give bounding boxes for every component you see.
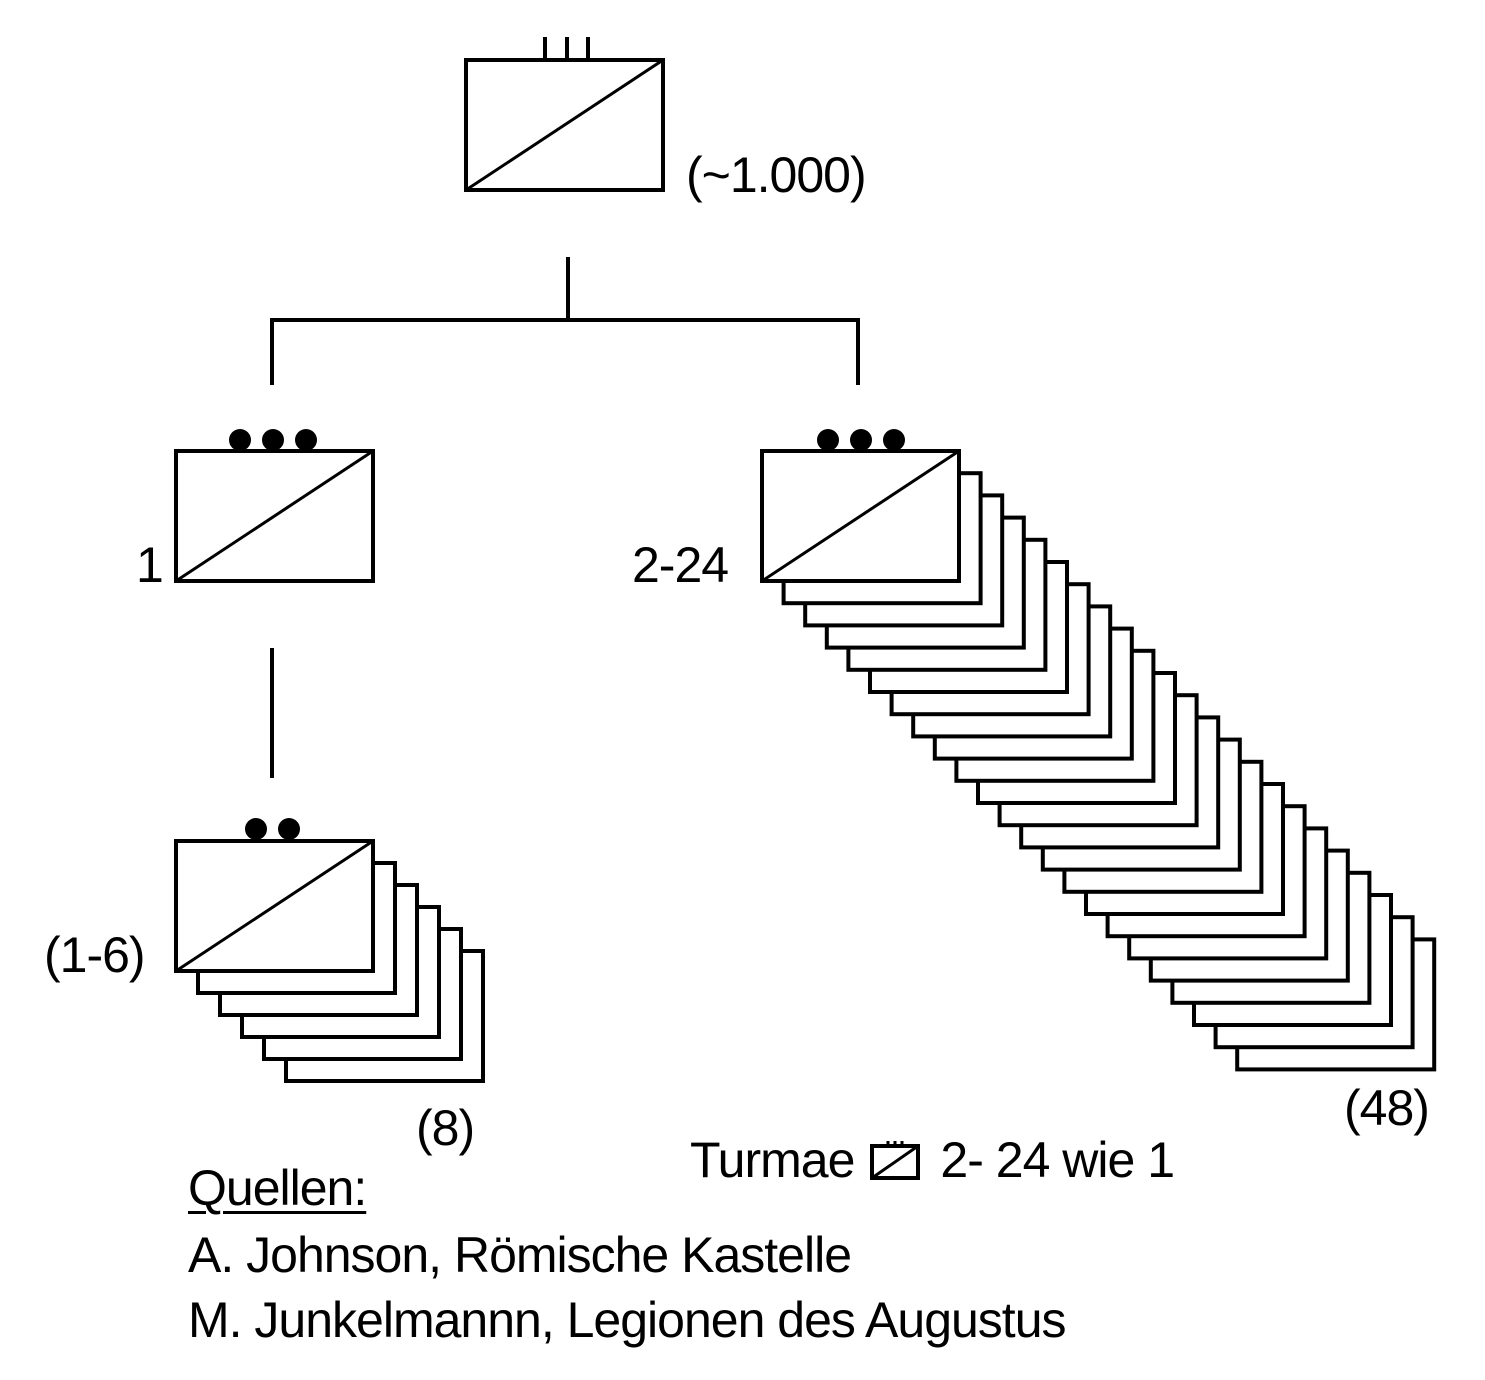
rank-dot — [262, 429, 284, 451]
unit-symbol-icon — [870, 1141, 921, 1180]
top-unit-strength: (~1.000) — [686, 147, 867, 203]
source-line: A. Johnson, Römische Kastelle — [188, 1227, 852, 1283]
rank-dot — [295, 429, 317, 451]
legend-prefix: Turmae — [690, 1132, 855, 1188]
sub-unit-number: (1-6) — [44, 927, 146, 983]
sources-title: Quellen: — [188, 1160, 367, 1216]
rank-dot — [883, 429, 905, 451]
sub-unit-stack — [174, 839, 485, 1083]
rank-dot — [245, 818, 267, 840]
left-unit-symbol — [174, 429, 375, 583]
rank-dot — [817, 429, 839, 451]
connector-lines — [270, 257, 860, 778]
sub-unit-count: (8) — [416, 1100, 475, 1156]
left-unit-number: 1 — [136, 537, 164, 593]
sub-unit-rank — [245, 818, 300, 840]
top-unit-symbol — [464, 37, 665, 192]
rank-dot — [850, 429, 872, 451]
legend: Turmae 2- 24 wie 1 — [690, 1132, 1175, 1188]
unit-diagonal — [175, 839, 374, 973]
right-unit-number: 2-24 — [632, 537, 729, 593]
source-line: M. Junkelmannn, Legionen des Augustus — [188, 1292, 1067, 1348]
rank-dot — [229, 429, 251, 451]
right-unit-count: (48) — [1344, 1080, 1430, 1136]
rank-dot — [278, 818, 300, 840]
unit-diagonal — [761, 449, 960, 583]
right-unit-symbol — [817, 429, 905, 451]
legend-suffix: 2- 24 wie 1 — [940, 1132, 1175, 1188]
right-unit-stack — [760, 449, 1437, 1072]
